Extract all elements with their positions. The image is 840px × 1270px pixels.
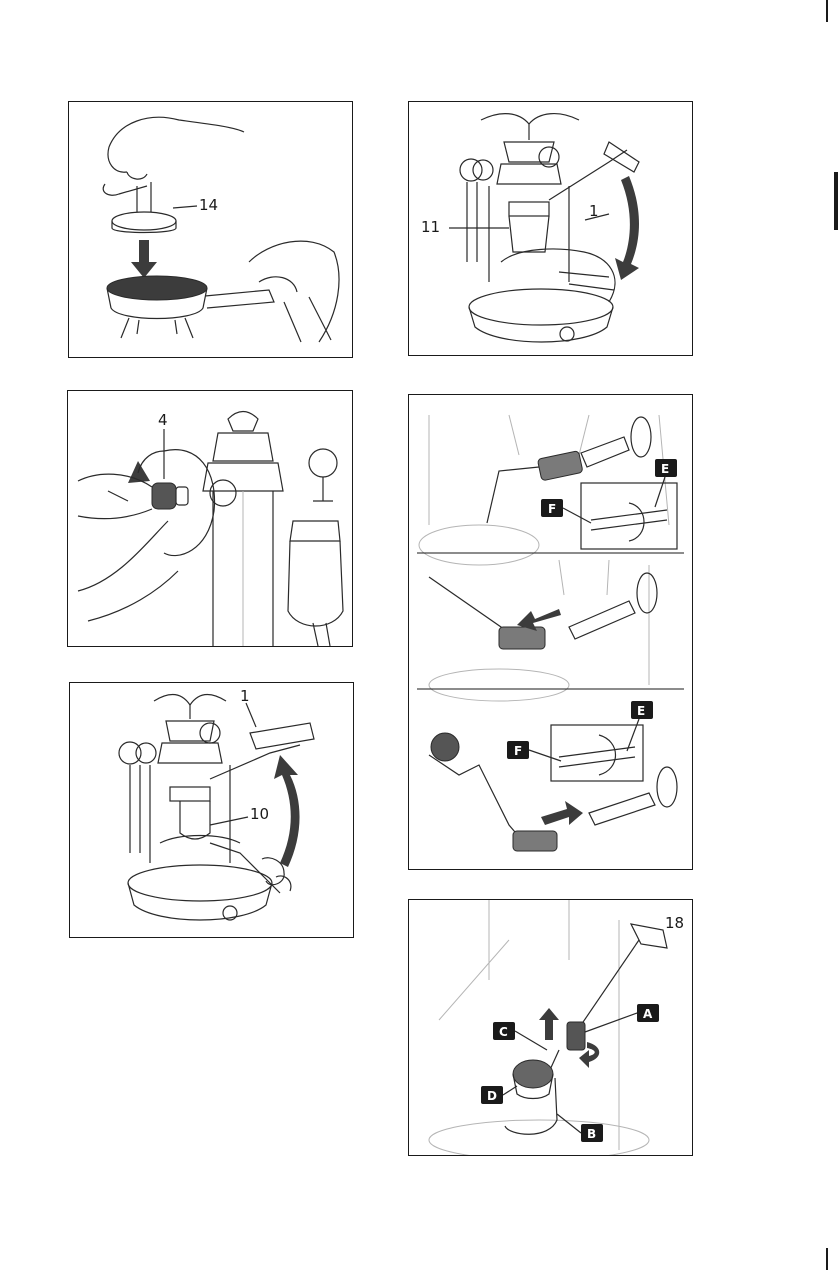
figure-tamp-illustration: 14 [69, 102, 352, 357]
rotate-arrow-icon [274, 755, 300, 867]
figure-steam-wand-panel: E F E [408, 394, 693, 870]
callout-D: D [487, 1089, 497, 1103]
callout-B: B [587, 1127, 596, 1141]
callout-1-brew: 1 [240, 687, 250, 705]
callout-18: 18 [665, 914, 684, 932]
figure-frother-illustration: A C D B 18 [409, 900, 692, 1155]
figure-steam-knob-illustration: 4 [68, 391, 352, 646]
callout-4: 4 [158, 411, 168, 429]
figure-frother-panel: A C D B 18 [408, 899, 693, 1156]
callout-14: 14 [199, 196, 218, 214]
page-edge-mark-top [826, 0, 828, 22]
steam-wand-step-3: E F [429, 701, 677, 851]
rotate-arrow-icon [615, 176, 639, 280]
callout-11: 11 [421, 218, 440, 236]
figure-brew-panel: 1 10 [69, 682, 354, 938]
callout-E-1: E [661, 462, 669, 476]
figure-tamp-panel: 14 [68, 101, 353, 358]
figure-lock-handle-illustration: 11 1 [409, 102, 692, 355]
steam-wand-step-1: E F [419, 415, 677, 565]
callout-10: 10 [250, 805, 269, 823]
figure-steam-wand-illustration: E F E [409, 395, 692, 869]
page-edge-mark-tab [834, 172, 838, 230]
callout-F-2: F [514, 744, 522, 758]
arrow-icon [539, 1008, 559, 1040]
figure-steam-knob-panel: 4 [67, 390, 353, 647]
steam-wand-step-2 [429, 560, 657, 701]
figure-brew-illustration: 1 10 [70, 683, 353, 937]
figure-lock-handle-panel: 11 1 [408, 101, 693, 356]
arrow-icon [541, 801, 583, 825]
callout-C: C [499, 1025, 508, 1039]
callout-A: A [643, 1007, 653, 1021]
callout-1: 1 [589, 202, 599, 220]
callout-E-2: E [637, 704, 645, 718]
callout-F-1: F [548, 502, 556, 516]
page-edge-mark-bottom [826, 1248, 828, 1270]
arrow-icon [131, 240, 157, 278]
